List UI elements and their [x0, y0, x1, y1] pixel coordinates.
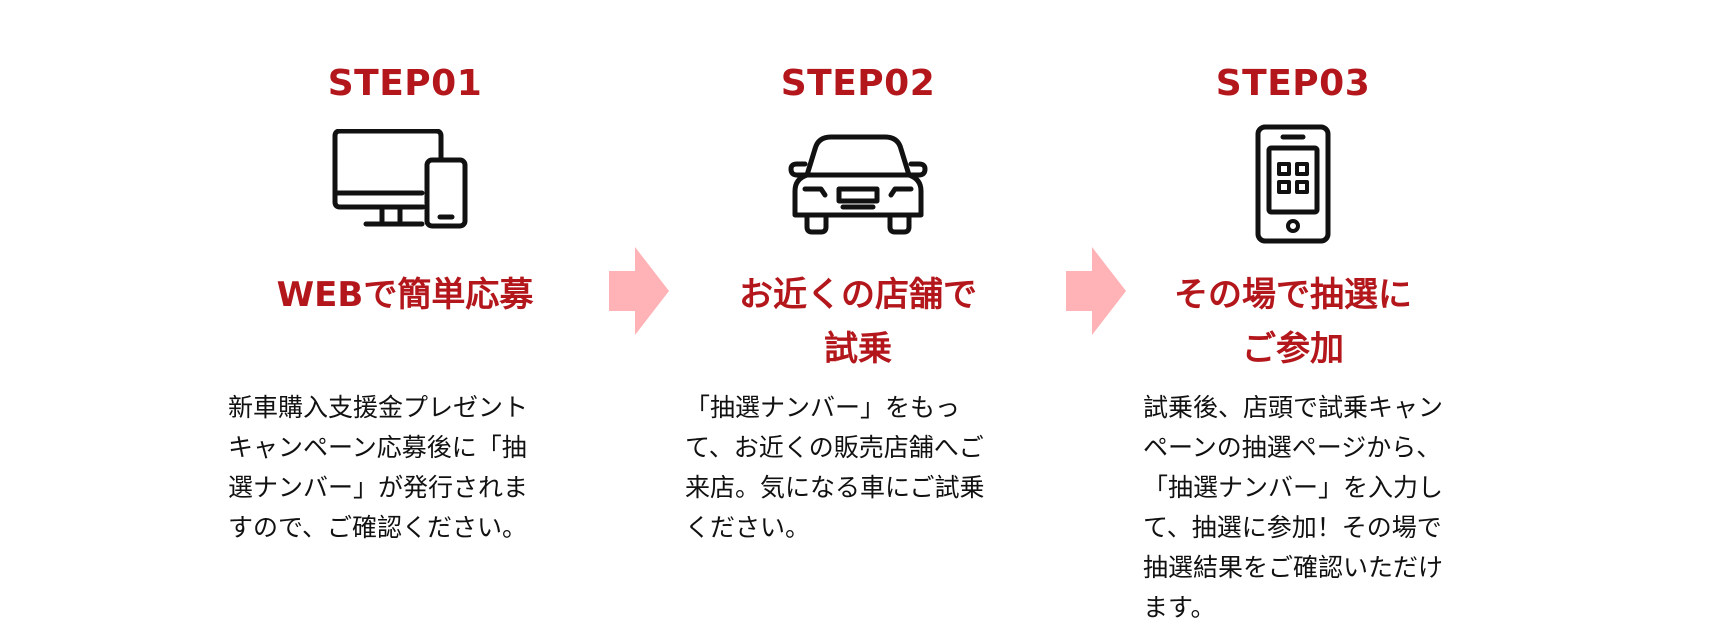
- description-line: 抽選結果をご確認いただけ: [1143, 553, 1444, 582]
- next-arrow-icon: [1066, 247, 1126, 335]
- step-title-line: WEBで簡単応募: [276, 275, 534, 315]
- description-line: て、抽選に参加！その場で: [1143, 513, 1442, 542]
- step-title: WEBで簡単応募: [195, 268, 615, 322]
- step-label: STEP03: [1215, 63, 1371, 104]
- step-description: 新車購入支援金プレゼント キャンペーン応募後に「抽 選ナンバー」が発行されま す…: [228, 388, 578, 548]
- car-icon: [648, 124, 1068, 244]
- step-title: その場で抽選に ご参加: [1083, 268, 1503, 376]
- step-2: STEP02 お近くの店舗で 試乗 「抽選ナンバー」をもっ て、お近くの販売店舗…: [648, 0, 1068, 622]
- description-line: 新車購入支援金プレゼント: [228, 393, 529, 422]
- smartphone-qr-icon: [1083, 124, 1503, 244]
- description-line: 「抽選ナンバー」を入力し: [1143, 473, 1444, 502]
- step-1: STEP01 WEBで簡単応募 新車購入支援金プレゼント キャンペーン応募後に「…: [195, 0, 615, 622]
- description-line: 試乗後、店頭で試乗キャン: [1143, 393, 1444, 422]
- step-title-line: その場で抽選に: [1174, 275, 1412, 315]
- description-line: て、お近くの販売店舗へご: [685, 433, 984, 462]
- step-label: STEP02: [780, 63, 936, 104]
- description-line: ます。: [1143, 593, 1216, 622]
- description-line: すので、ご確認ください。: [228, 513, 528, 542]
- step-title-line: 試乗: [824, 329, 892, 369]
- step-description: 試乗後、店頭で試乗キャン ペーンの抽選ページから、 「抽選ナンバー」を入力し て…: [1143, 388, 1493, 628]
- step-label: STEP01: [327, 63, 483, 104]
- description-line: ペーンの抽選ページから、: [1143, 433, 1442, 462]
- step-3: STEP03 その場で抽選に ご参加 試乗後、店頭で試乗キャン ペーンの抽選ペー…: [1083, 0, 1503, 622]
- description-line: 選ナンバー」が発行されま: [228, 473, 529, 502]
- description-line: 「抽選ナンバー」をもっ: [685, 393, 961, 422]
- step-title-line: お近くの店舗で: [739, 275, 977, 315]
- description-line: キャンペーン応募後に「抽: [228, 433, 527, 462]
- next-arrow-icon: [609, 247, 669, 335]
- monitor-and-phone-icon: [195, 124, 615, 244]
- step-title: お近くの店舗で 試乗: [648, 268, 1068, 376]
- description-line: 来店。気になる車にご試乗: [685, 473, 985, 502]
- step-title-line: ご参加: [1242, 329, 1344, 369]
- step-description: 「抽選ナンバー」をもっ て、お近くの販売店舗へご 来店。気になる車にご試乗 くだ…: [685, 388, 1035, 548]
- description-line: ください。: [685, 513, 811, 542]
